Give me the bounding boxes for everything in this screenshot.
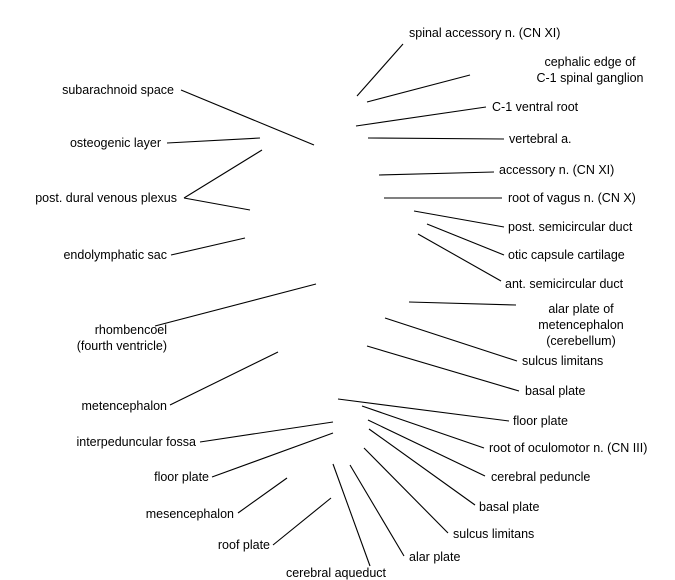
label-cerebral-peduncle-line-0: cerebral peduncle — [491, 470, 590, 484]
leader-line-ant-semicircular-duct — [417, 233, 502, 282]
label-sulcus-limitans-upper: sulcus limitans — [522, 354, 603, 368]
leader-lines — [154, 43, 520, 567]
leader-line-accessory-n — [378, 171, 495, 176]
label-roof-plate-line-0: roof plate — [218, 538, 270, 552]
leader-line-alar-plate — [349, 464, 405, 557]
label-interpeduncular-fossa: interpeduncular fossa — [76, 435, 196, 449]
leader-line-post-dural-venous-plexus-a — [183, 149, 263, 199]
label-alar-plate: alar plate — [409, 550, 460, 564]
label-floor-plate-right-line-0: floor plate — [513, 414, 568, 428]
label-post-dural-venous-plexus: post. dural venous plexus — [35, 191, 177, 205]
label-endolymphatic-sac: endolymphatic sac — [63, 248, 167, 262]
leader-line-sulcus-limitans-lower — [363, 447, 449, 534]
leader-line-alar-plate-of-metencephalon — [408, 301, 517, 306]
label-alar-plate-of-metencephalon-line-2: (cerebellum) — [546, 334, 615, 348]
leader-line-metencephalon — [169, 351, 279, 406]
label-floor-plate-right: floor plate — [513, 414, 568, 428]
leader-line-endolymphatic-sac — [170, 237, 246, 256]
label-ant-semicircular-duct: ant. semicircular duct — [505, 277, 624, 291]
label-alar-plate-line-0: alar plate — [409, 550, 460, 564]
leader-line-sulcus-limitans-upper — [384, 317, 518, 362]
label-sulcus-limitans-upper-line-0: sulcus limitans — [522, 354, 603, 368]
label-accessory-n: accessory n. (CN XI) — [499, 163, 614, 177]
label-post-dural-venous-plexus-line-0: post. dural venous plexus — [35, 191, 177, 205]
label-endolymphatic-sac-line-0: endolymphatic sac — [63, 248, 167, 262]
leader-line-post-semicircular-duct — [413, 210, 505, 228]
label-accessory-n-line-0: accessory n. (CN XI) — [499, 163, 614, 177]
label-subarachnoid-space-line-0: subarachnoid space — [62, 83, 174, 97]
leader-line-otic-capsule-cartilage — [426, 223, 505, 256]
label-root-of-vagus-n: root of vagus n. (CN X) — [508, 191, 636, 205]
label-cerebral-peduncle: cerebral peduncle — [491, 470, 590, 484]
label-interpeduncular-fossa-line-0: interpeduncular fossa — [76, 435, 196, 449]
label-metencephalon: metencephalon — [82, 399, 168, 413]
label-spinal-accessory-n: spinal accessory n. (CN XI) — [409, 26, 560, 40]
leader-line-roof-plate — [272, 497, 332, 546]
label-floor-plate-left: floor plate — [154, 470, 209, 484]
leader-line-floor-plate-right — [337, 398, 510, 422]
label-c1-ventral-root: C-1 ventral root — [492, 100, 579, 114]
label-mesencephalon: mesencephalon — [146, 507, 234, 521]
label-metencephalon-line-0: metencephalon — [82, 399, 168, 413]
leader-line-c1-ventral-root — [355, 106, 487, 127]
label-basal-plate-lower: basal plate — [479, 500, 540, 514]
label-roof-plate: roof plate — [218, 538, 270, 552]
leader-line-mesencephalon — [237, 477, 288, 514]
leader-line-rhombencoel — [154, 283, 317, 327]
label-floor-plate-left-line-0: floor plate — [154, 470, 209, 484]
leader-line-basal-plate-lower — [368, 428, 476, 506]
leader-line-post-dural-venous-plexus-b — [183, 197, 251, 211]
label-otic-capsule-cartilage-line-0: otic capsule cartilage — [508, 248, 625, 262]
label-basal-plate-upper-line-0: basal plate — [525, 384, 586, 398]
label-root-of-oculomotor-n: root of oculomotor n. (CN III) — [489, 441, 647, 455]
leader-line-subarachnoid-space — [180, 89, 315, 146]
label-root-of-vagus-n-line-0: root of vagus n. (CN X) — [508, 191, 636, 205]
label-ant-semicircular-duct-line-0: ant. semicircular duct — [505, 277, 624, 291]
label-vertebral-a: vertebral a. — [509, 132, 572, 146]
leader-line-cephalic-edge-c1-ganglion — [366, 74, 471, 103]
label-osteogenic-layer-line-0: osteogenic layer — [70, 136, 161, 150]
leader-line-floor-plate-left — [211, 432, 334, 478]
label-otic-capsule-cartilage: otic capsule cartilage — [508, 248, 625, 262]
label-cephalic-edge-c1-ganglion-line-0: cephalic edge of — [544, 55, 636, 69]
label-rhombencoel: rhombencoel (fourth ventricle) — [77, 323, 167, 353]
label-rhombencoel-line-1: (fourth ventricle) — [77, 339, 167, 353]
label-mesencephalon-line-0: mesencephalon — [146, 507, 234, 521]
label-cephalic-edge-c1-ganglion: cephalic edge of C-1 spinal ganglion — [536, 55, 643, 85]
label-sulcus-limitans-lower-line-0: sulcus limitans — [453, 527, 534, 541]
label-spinal-accessory-n-line-0: spinal accessory n. (CN XI) — [409, 26, 560, 40]
leader-line-interpeduncular-fossa — [199, 421, 334, 443]
leader-line-vertebral-a — [367, 137, 505, 140]
label-rhombencoel-line-0: rhombencoel — [95, 323, 167, 337]
label-cephalic-edge-c1-ganglion-line-1: C-1 spinal ganglion — [536, 71, 643, 85]
label-alar-plate-of-metencephalon-line-1: metencephalon — [538, 318, 624, 332]
label-vertebral-a-line-0: vertebral a. — [509, 132, 572, 146]
label-osteogenic-layer: osteogenic layer — [70, 136, 161, 150]
label-root-of-oculomotor-n-line-0: root of oculomotor n. (CN III) — [489, 441, 647, 455]
label-cerebral-aqueduct-line-0: cerebral aqueduct — [286, 566, 387, 580]
leader-line-osteogenic-layer — [166, 137, 261, 144]
label-alar-plate-of-metencephalon: alar plate of metencephalon (cerebellum) — [538, 302, 624, 348]
leader-line-cerebral-peduncle — [367, 419, 486, 477]
label-sulcus-limitans-lower: sulcus limitans — [453, 527, 534, 541]
label-post-semicircular-duct: post. semicircular duct — [508, 220, 633, 234]
label-c1-ventral-root-line-0: C-1 ventral root — [492, 100, 579, 114]
label-post-semicircular-duct-line-0: post. semicircular duct — [508, 220, 633, 234]
label-subarachnoid-space: subarachnoid space — [62, 83, 174, 97]
labels: subarachnoid space osteogenic layer post. … — [35, 26, 647, 580]
leader-line-root-of-oculomotor-n — [361, 405, 485, 449]
leader-line-cerebral-aqueduct — [332, 463, 371, 567]
leader-line-spinal-accessory-n — [356, 43, 404, 97]
label-basal-plate-lower-line-0: basal plate — [479, 500, 540, 514]
label-basal-plate-upper: basal plate — [525, 384, 586, 398]
label-cerebral-aqueduct: cerebral aqueduct — [286, 566, 387, 580]
leader-line-basal-plate-upper — [366, 345, 520, 392]
label-alar-plate-of-metencephalon-line-0: alar plate of — [548, 302, 614, 316]
